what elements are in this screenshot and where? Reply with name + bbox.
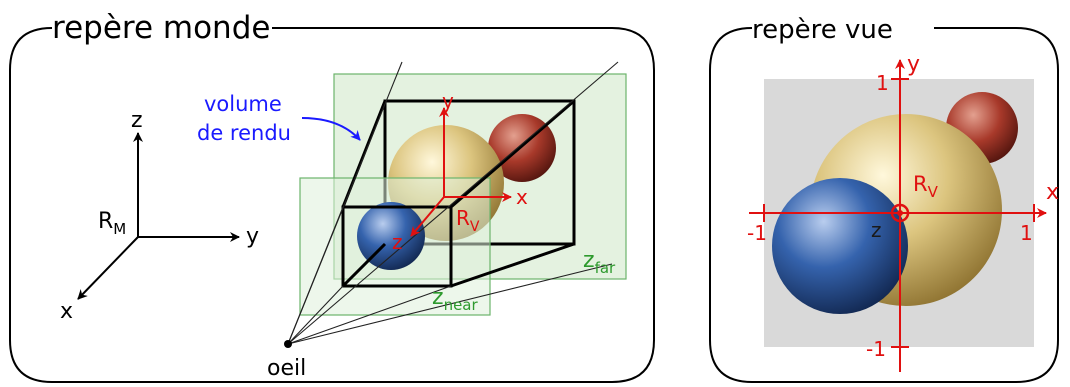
tick-label-bottom: -1 — [866, 337, 886, 361]
world-x-label: x — [60, 299, 73, 324]
world-frame — [9, 27, 655, 383]
world-view-z-label: z — [392, 230, 403, 254]
z-far-label: zfar — [583, 248, 616, 277]
z-out-of-page-symbol — [890, 203, 910, 223]
eye-point — [284, 340, 292, 348]
view-title: repère vue — [752, 15, 893, 45]
world-y-label: y — [246, 224, 259, 249]
world-origin-label: RM — [98, 209, 126, 238]
tick-label-left: -1 — [747, 221, 767, 245]
eye-label: oeil — [267, 356, 306, 381]
world-axes: z y x RM — [60, 108, 259, 324]
volume-label-line1: volume — [204, 92, 282, 116]
world-title: repère monde — [52, 10, 270, 46]
world-z-label: z — [131, 108, 143, 133]
volume-label-line2: de rendu — [197, 121, 291, 145]
view-frame — [709, 27, 1059, 383]
world-view-origin-label: RV — [456, 206, 480, 235]
view-z-label: z — [871, 218, 882, 242]
volume-arrow — [301, 117, 361, 141]
world-view-x-label: x — [516, 185, 528, 209]
world-panel: repère monde z y x RM — [9, 10, 655, 383]
world-view-axes: y x z RV — [392, 89, 528, 254]
view-axes: y x z RV 1 1 -1 -1 — [747, 52, 1059, 372]
view-panel: repère vue y x z RV 1 1 -1 -1 — [709, 15, 1059, 383]
world-view-y-label: y — [442, 89, 454, 113]
z-near-label: znear — [432, 285, 478, 314]
view-y-label: y — [907, 52, 920, 77]
tick-label-top: 1 — [876, 71, 889, 95]
view-x-label: x — [1046, 180, 1059, 205]
tick-label-right: 1 — [1020, 221, 1033, 245]
view-origin-label: RV — [913, 172, 939, 201]
view-blue-sphere — [772, 178, 908, 314]
eye-rays — [287, 61, 619, 345]
